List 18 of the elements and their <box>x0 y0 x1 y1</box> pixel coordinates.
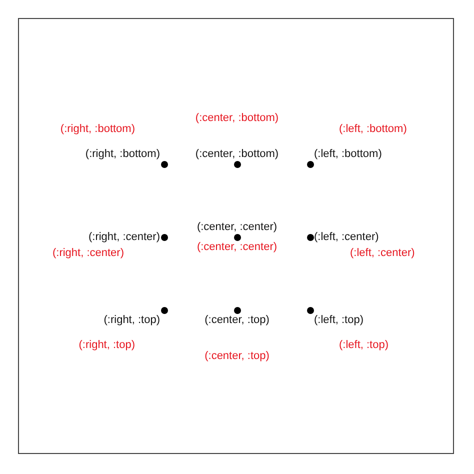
offset-label: (:left, :center) <box>350 247 415 259</box>
alignment-label: (:center, :center) <box>196 221 278 233</box>
offset-label: (:left, :top) <box>339 339 389 351</box>
alignment-label: (:right, :center) <box>88 231 160 243</box>
offset-label: (:right, :top) <box>78 339 135 351</box>
offset-label: (:right, :bottom) <box>60 123 135 135</box>
offset-label: (:left, :bottom) <box>339 123 407 135</box>
alignment-label: (:center, :bottom) <box>195 148 279 160</box>
alignment-label: (:center, :top) <box>204 314 270 326</box>
alignment-label: (:right, :top) <box>104 314 160 326</box>
alignment-label: (:left, :bottom) <box>314 148 382 160</box>
offset-label: (:center, :top) <box>204 350 270 362</box>
offset-label: (:center, :bottom) <box>195 112 279 124</box>
alignment-label: (:left, :center) <box>314 231 379 243</box>
offset-label: (:right, :center) <box>52 247 124 259</box>
alignment-label: (:right, :bottom) <box>85 148 160 160</box>
offset-label: (:center, :center) <box>196 241 278 253</box>
alignment-label: (:left, :top) <box>314 314 364 326</box>
